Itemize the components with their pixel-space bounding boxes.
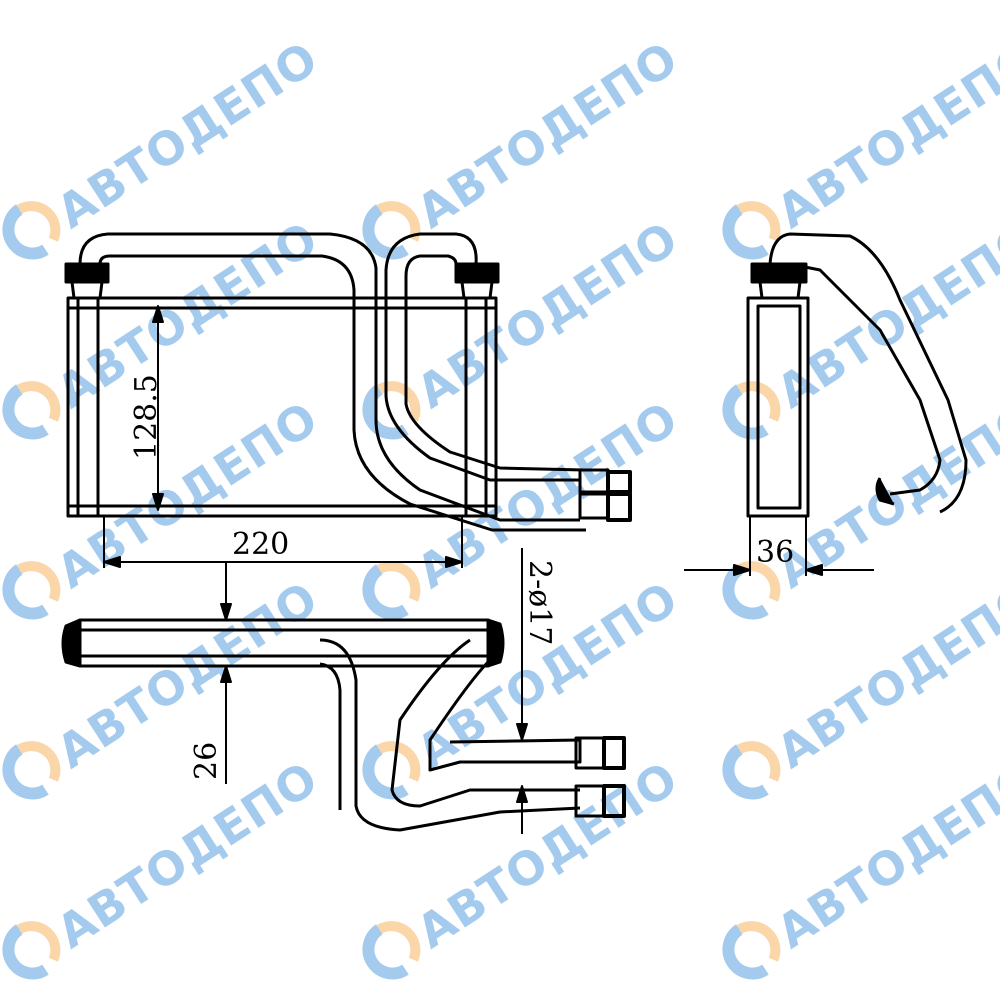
logo-icon <box>2 921 61 980</box>
logo-icon <box>2 561 61 620</box>
watermark-logo: АВТОДЕПО <box>711 31 1000 279</box>
top-view <box>61 618 626 832</box>
watermark-logo: АВТОДЕПО <box>0 31 328 279</box>
watermark-logo: АВТОДЕПО <box>351 751 688 999</box>
logo-icon <box>722 741 781 800</box>
watermark-logo: АВТОДЕПО <box>711 751 1000 999</box>
watermark-logo: АВТОДЕПО <box>351 31 688 279</box>
width-dimension: 220 <box>232 527 289 562</box>
logo-icon <box>722 201 781 260</box>
watermark-logo: АВТОДЕПО <box>351 391 688 639</box>
side-view <box>746 232 968 518</box>
logo-icon <box>722 561 781 620</box>
logo-icon <box>722 921 781 980</box>
logo-icon <box>362 201 421 260</box>
depth-dimension: 36 <box>756 535 794 570</box>
logo-icon <box>722 381 781 440</box>
dimension-lines <box>103 305 874 834</box>
front-view <box>64 232 632 532</box>
height-dimension: 128.5 <box>129 374 164 460</box>
pipe-dimension: 2-ø17 <box>522 560 557 645</box>
logo-icon <box>2 381 61 440</box>
logo-icon <box>362 741 421 800</box>
watermark-logo: АВТОДЕПО <box>0 571 328 819</box>
watermark-logo: АВТОДЕПО <box>0 211 328 459</box>
logo-icon <box>2 201 61 260</box>
watermark-logo: АВТОДЕПО <box>0 391 328 639</box>
logo-icon <box>362 921 421 980</box>
watermark-logo: АВТОДЕПО <box>0 751 328 999</box>
watermark-logo: АВТОДЕПО <box>711 571 1000 819</box>
thickness-dimension: 26 <box>189 742 224 780</box>
watermark-logo: АВТОДЕПО <box>711 211 1000 459</box>
watermark-logo: АВТОДЕПО <box>711 391 1000 639</box>
watermark-logo: АВТОДЕПО <box>351 571 688 819</box>
logo-icon <box>2 741 61 800</box>
logo-icon <box>362 561 421 620</box>
